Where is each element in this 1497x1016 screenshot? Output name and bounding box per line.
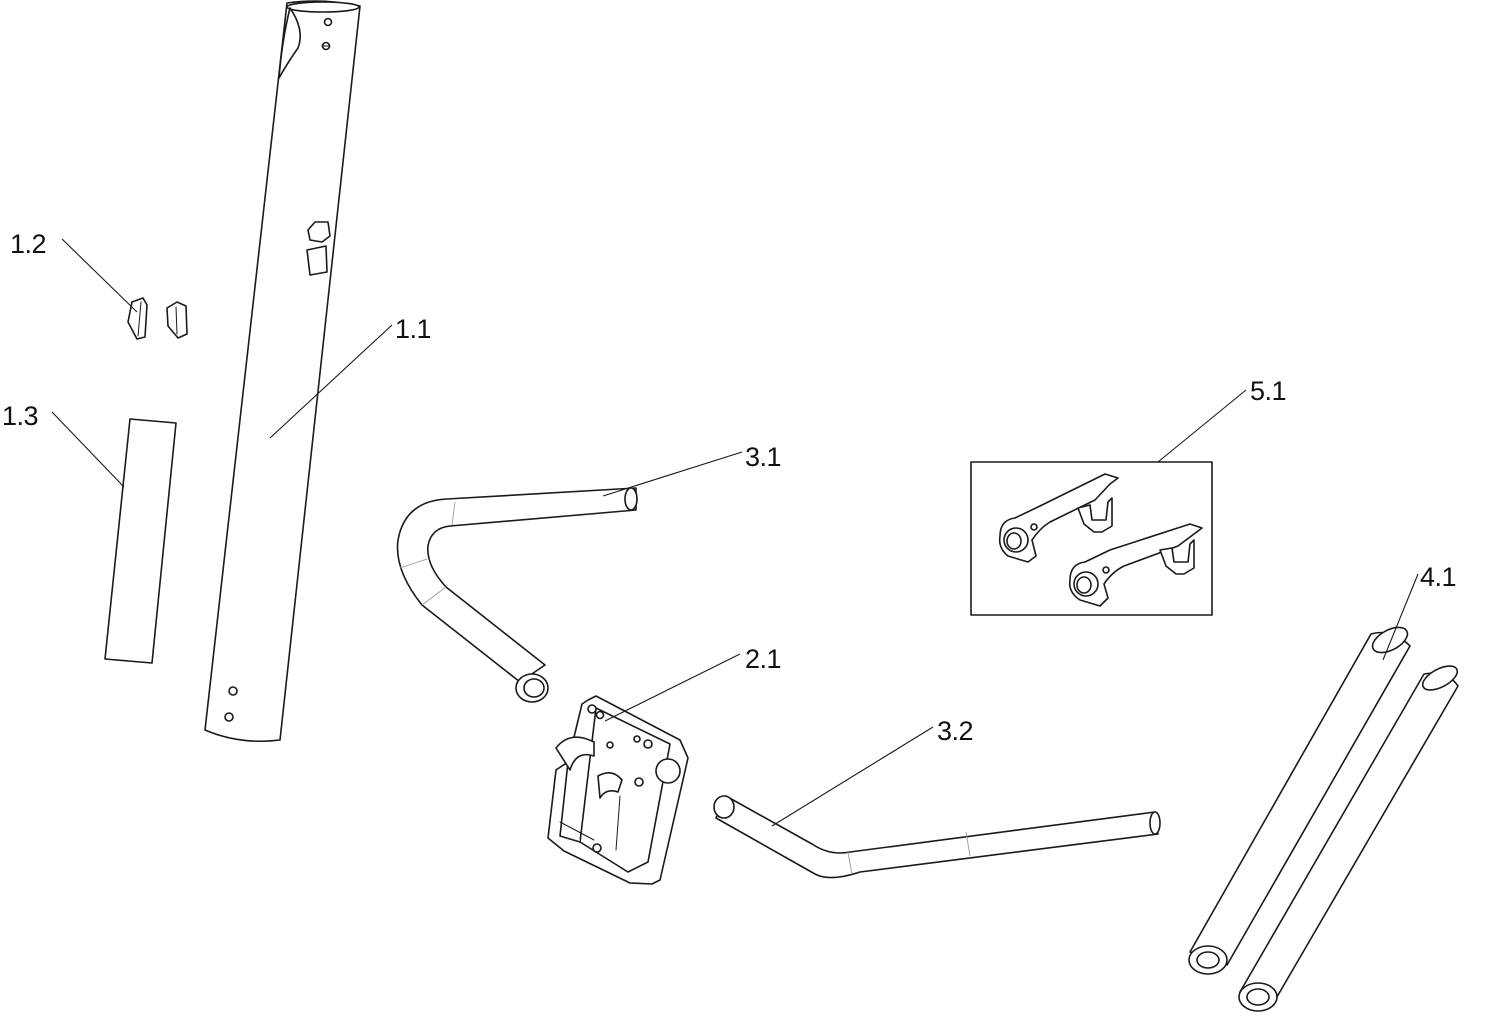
part-1-1-upright-tube <box>204 0 361 743</box>
part-4-1-tubes <box>1188 626 1459 1012</box>
leader-2-1 <box>604 653 741 722</box>
part-2-1-bracket <box>547 695 689 885</box>
callout-1-3: 1.3 <box>2 401 38 431</box>
leader-1-1 <box>269 324 393 439</box>
callout-5-1: 5.1 <box>1250 376 1286 406</box>
part-3-2-bent-tube <box>713 795 1161 879</box>
leader-lines <box>51 238 1419 827</box>
callout-4-1: 4.1 <box>1420 562 1456 592</box>
part-1-2-end-caps <box>127 297 188 340</box>
leader-1-2 <box>61 238 138 313</box>
callout-1-1: 1.1 <box>395 314 431 344</box>
part-1-3-strip <box>104 418 177 664</box>
part-3-1-curved-tube <box>396 487 638 703</box>
leader-3-1 <box>602 451 743 497</box>
leader-1-3 <box>51 411 125 488</box>
callout-3-2: 3.2 <box>937 716 973 746</box>
callout-1-2: 1.2 <box>10 229 46 259</box>
leader-4-1 <box>1382 573 1419 661</box>
callout-3-1: 3.1 <box>745 442 781 472</box>
leader-3-2 <box>771 726 934 827</box>
callout-2-1: 2.1 <box>745 644 781 674</box>
leader-5-1 <box>1157 389 1247 463</box>
part-5-1-lever-clamps <box>970 461 1213 616</box>
